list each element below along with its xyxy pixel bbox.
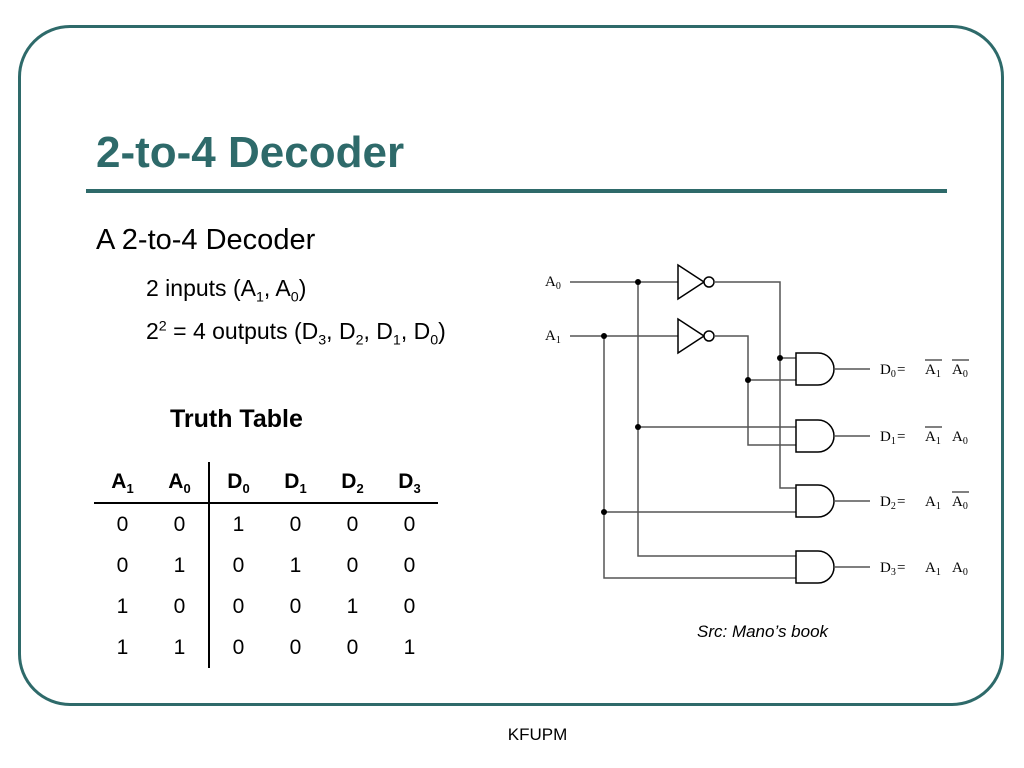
table-cell: 1 — [346, 594, 359, 618]
table-cell: 0 — [289, 594, 302, 618]
not-gate-a0-bubble — [703, 276, 715, 288]
output-label-d1: D1 — [880, 429, 896, 447]
table-cell: 0 — [289, 635, 302, 659]
wire-a0-rail — [637, 282, 796, 557]
table-cell: 0 — [151, 586, 210, 627]
wire-not-a1 — [714, 335, 796, 446]
and-gate-d1 — [795, 419, 835, 453]
wire-not-a0 — [714, 281, 796, 489]
junction-dot — [601, 333, 607, 339]
truth-table-header-d2: D2 — [324, 462, 381, 504]
table-cell: 0 — [151, 503, 210, 545]
table-cell: 0 — [289, 512, 302, 536]
table-cell: 1 — [116, 594, 129, 618]
junction-dot — [635, 279, 641, 285]
truth-table-header-d0: D0 — [209, 462, 267, 504]
bullet-inputs: 2 inputs (A1, A0) — [146, 275, 307, 306]
output-equals: = — [897, 494, 905, 510]
table-cell: 0 — [116, 512, 129, 536]
table-cell: 1 — [151, 545, 210, 586]
source-caption: Src: Mano’s book — [697, 622, 829, 641]
output-label-d0: D0 — [880, 362, 896, 380]
footer-text: KFUPM — [507, 725, 568, 744]
table-cell: 0 — [232, 594, 245, 618]
truth-table-heading: Truth Table — [170, 405, 303, 433]
table-cell: 1 — [289, 553, 302, 577]
not-gate-a1-bubble — [703, 330, 715, 342]
label-a0: A0 — [545, 274, 561, 292]
not-gate-a0 — [677, 263, 706, 301]
and-gate-d3 — [795, 550, 835, 584]
output-term-a0: A0 — [952, 494, 968, 512]
label-a1: A1 — [545, 328, 561, 346]
slide-frame — [18, 25, 1004, 706]
and-gate-d2 — [795, 484, 835, 518]
table-cell: 0 — [232, 553, 245, 577]
table-cell: 0 — [403, 553, 416, 577]
output-label-d3: D3 — [880, 560, 896, 578]
table-cell: 0 — [346, 553, 359, 577]
title-underline — [86, 189, 947, 193]
bullet-outputs: 22 = 4 outputs (D3, D2, D1, D0) — [146, 318, 446, 349]
slide-title: 2-to-4 Decoder — [96, 128, 405, 177]
output-term-a1: A1 — [925, 494, 941, 512]
output-equals: = — [897, 362, 905, 378]
table-cell: 0 — [346, 512, 359, 536]
table-cell: 1 — [232, 512, 245, 536]
truth-table-header-d1: D1 — [267, 462, 324, 504]
table-cell: 0 — [403, 594, 416, 618]
bullet-main: A 2-to-4 Decoder — [96, 224, 316, 256]
table-cell: 0 — [346, 635, 359, 659]
truth-table-header-a1: A1 — [94, 462, 151, 504]
table-cell: 0 — [232, 635, 245, 659]
junction-dot — [777, 355, 783, 361]
junction-dot — [601, 509, 607, 515]
output-term-a0: A0 — [952, 429, 968, 447]
wire-a1-rail — [603, 336, 796, 579]
table-cell: 1 — [403, 635, 416, 659]
output-term-a1: A1 — [925, 560, 941, 578]
output-label-d2: D2 — [880, 494, 896, 512]
output-term-a1: A1 — [925, 429, 941, 447]
not-gate-a1 — [677, 317, 706, 355]
table-cell: 1 — [151, 627, 210, 668]
junction-dot — [745, 377, 751, 383]
table-cell: 0 — [116, 553, 129, 577]
truth-table-header-a0: A0 — [151, 462, 210, 504]
output-equals: = — [897, 560, 905, 576]
and-gate-d0 — [795, 352, 835, 386]
table-cell: 0 — [403, 512, 416, 536]
output-term-a1: A1 — [925, 362, 941, 380]
truth-table-header-d3: D3 — [381, 462, 438, 504]
output-term-a0: A0 — [952, 362, 968, 380]
junction-dot — [635, 424, 641, 430]
output-equals: = — [897, 429, 905, 445]
output-term-a0: A0 — [952, 560, 968, 578]
table-cell: 1 — [116, 635, 129, 659]
